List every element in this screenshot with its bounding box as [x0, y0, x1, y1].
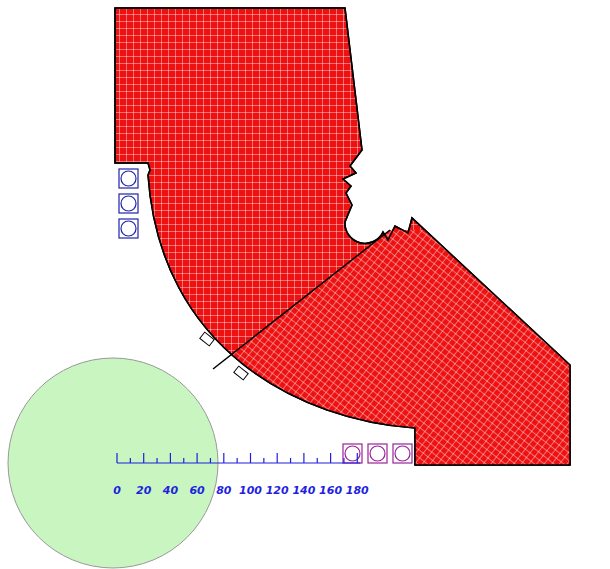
axis-tick	[290, 458, 291, 463]
axis-number: 80	[216, 485, 231, 496]
axis-number: 160	[319, 485, 342, 496]
axis-tick	[183, 458, 184, 463]
axis-line	[117, 462, 360, 463]
axis-tick	[357, 453, 358, 463]
axis-tick	[197, 453, 198, 463]
axis-tick	[116, 453, 117, 463]
axis-tick	[223, 453, 224, 463]
axis-tick	[317, 458, 318, 463]
axis-number: 180	[346, 485, 369, 496]
axis-tick	[277, 453, 278, 463]
axis-number: 120	[266, 485, 289, 496]
axis-tick	[170, 453, 171, 463]
axis-tick	[303, 453, 304, 463]
mesh-region	[115, 8, 570, 465]
axis-tick	[330, 453, 331, 463]
axis-tick	[130, 458, 131, 463]
axis-tick	[237, 458, 238, 463]
axis-tick	[250, 453, 251, 463]
axis-number: 60	[189, 485, 204, 496]
axis-number: 0	[113, 485, 121, 496]
axis-number: 140	[292, 485, 315, 496]
axis-tick	[263, 458, 264, 463]
axis-number: 20	[136, 485, 151, 496]
coil-blocks	[119, 169, 412, 463]
scale-axis	[117, 453, 360, 463]
axis-tick	[143, 453, 144, 463]
axis-tick	[343, 458, 344, 463]
axis-tick	[210, 458, 211, 463]
axis-number: 100	[239, 485, 262, 496]
axis-number: 40	[163, 485, 178, 496]
axis-tick	[156, 458, 157, 463]
